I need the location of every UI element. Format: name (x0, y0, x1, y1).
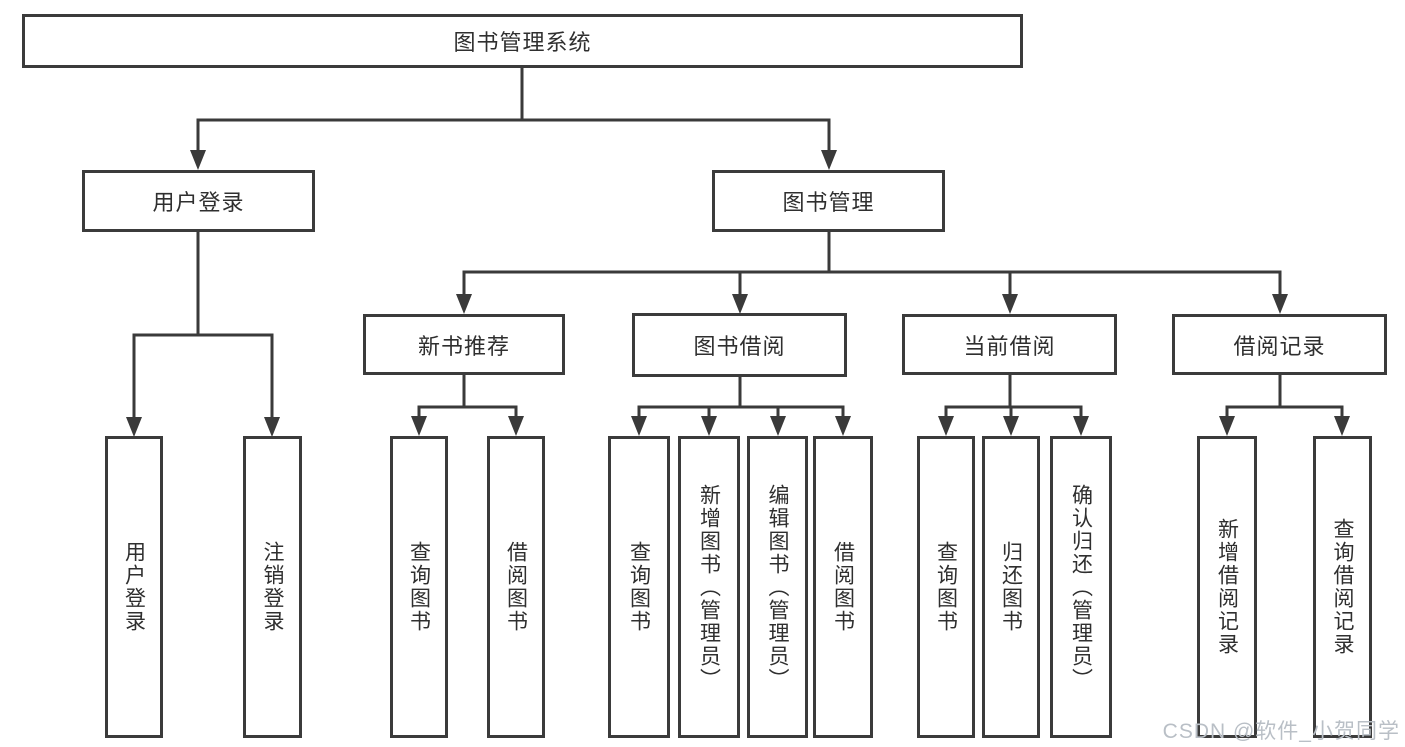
node-label: 新增图书（管理员） (697, 483, 721, 691)
node-label: 新增借阅记录 (1215, 518, 1239, 656)
node-label: 查询图书 (407, 541, 431, 633)
leaf-add-borrow-record: 新增借阅记录 (1197, 436, 1257, 738)
leaf-borrow-books: 借阅图书 (813, 436, 873, 738)
connector-book-borrow (637, 377, 845, 418)
node-label: 图书管理系统 (453, 30, 592, 55)
leaf-borrow-books-recommend: 借阅图书 (487, 436, 545, 738)
leaf-add-books-admin: 新增图书（管理员） (678, 436, 740, 738)
connector-user-login (132, 232, 274, 419)
node-new-book-recommend: 新书推荐 (363, 314, 565, 375)
node-user-login: 用户登录 (82, 170, 315, 232)
node-book-borrowing: 图书借阅 (632, 313, 847, 377)
node-label: 当前借阅 (963, 333, 1056, 359)
node-label: 查询借阅记录 (1331, 518, 1354, 656)
node-label: 借阅图书 (504, 541, 528, 633)
connector-root (196, 68, 831, 152)
node-label: 用户登录 (152, 190, 245, 215)
leaf-query-borrow-record: 查询借阅记录 (1313, 436, 1372, 738)
leaf-logout: 注销登录 (243, 436, 302, 738)
connector-borrow-records (1225, 375, 1344, 418)
node-label: 注销登录 (261, 541, 284, 633)
node-borrowing-records: 借阅记录 (1172, 314, 1387, 375)
node-label: 图书借阅 (693, 334, 786, 359)
node-label: 借阅记录 (1233, 333, 1326, 359)
node-label: 编辑图书（管理员） (766, 483, 789, 691)
leaf-edit-books-admin: 编辑图书（管理员） (747, 436, 808, 738)
leaf-user-login: 用户登录 (105, 436, 163, 738)
connector-book-mgmt (462, 232, 1282, 296)
node-label: 查询图书 (627, 541, 651, 633)
node-label: 归还图书 (999, 541, 1023, 633)
leaf-confirm-return-admin: 确认归还（管理员） (1050, 436, 1112, 738)
node-label: 新书推荐 (417, 333, 510, 359)
node-label: 查询图书 (934, 541, 958, 633)
connector-new-books (417, 375, 518, 418)
arrowheads (126, 150, 1350, 437)
node-library-system: 图书管理系统 (22, 14, 1023, 68)
leaf-query-books-recommend: 查询图书 (390, 436, 448, 738)
leaf-query-books-current: 查询图书 (917, 436, 975, 738)
node-label: 图书管理 (782, 190, 875, 215)
node-label: 用户登录 (122, 541, 146, 633)
leaf-return-books: 归还图书 (982, 436, 1040, 738)
node-label: 确认归还（管理员） (1069, 483, 1093, 691)
node-current-borrowing: 当前借阅 (902, 314, 1117, 375)
connector-current-borrow (944, 375, 1083, 418)
leaf-query-books-borrow: 查询图书 (608, 436, 670, 738)
node-label: 借阅图书 (831, 541, 855, 633)
node-book-management: 图书管理 (712, 170, 945, 232)
